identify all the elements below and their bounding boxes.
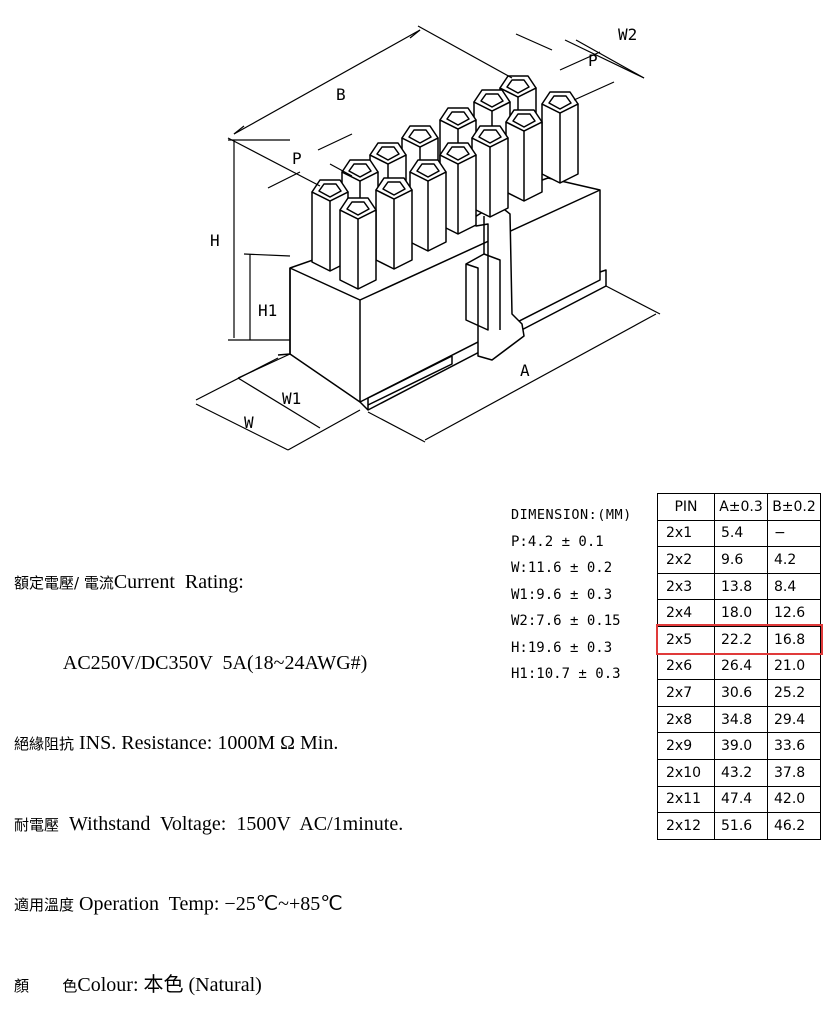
dim-label-w: W <box>244 413 254 432</box>
table-header-row: PIN A±0.3 B±0.2 <box>657 493 821 521</box>
pin-cell: 2x10 <box>657 758 715 787</box>
pin-cell: 2x1 <box>657 519 715 548</box>
b-cell: 37.8 <box>767 758 821 787</box>
b-cell: 4.2 <box>767 546 821 574</box>
a-cell: 51.6 <box>714 812 768 840</box>
b-cell: 12.6 <box>767 599 821 627</box>
spec-line: 適用溫度 Operation Temp: −25℃~+85℃ <box>14 893 343 915</box>
spec-line: 額定電壓/ 電流Current Rating: <box>14 571 244 593</box>
dimension-item: W1:9.6 ± 0.3 <box>511 586 613 603</box>
dim-label-p-side: P <box>292 149 302 168</box>
pin-cavity <box>311 179 349 272</box>
b-cell: 16.8 <box>767 625 821 654</box>
dimension-item: P:4.2 ± 0.1 <box>511 533 604 550</box>
a-cell: 47.4 <box>714 785 768 814</box>
pin-cell: 2x3 <box>657 572 715 601</box>
pin-cell: 2x12 <box>657 812 715 840</box>
a-cell: 34.8 <box>714 705 768 734</box>
pin-cavities <box>311 75 579 290</box>
a-cell: 13.8 <box>714 572 768 601</box>
pin-cell: 2x9 <box>657 732 715 760</box>
a-cell: 18.0 <box>714 599 768 627</box>
pin-cavity <box>409 159 447 252</box>
dimension-item: W:11.6 ± 0.2 <box>511 560 613 576</box>
electrical-specifications: 額定電壓/ 電流Current Rating: AC250V/DC350V 5A… <box>14 516 403 1026</box>
pin-cavity <box>375 177 413 270</box>
b-cell: 33.6 <box>767 732 821 760</box>
spec-line: 耐電壓 Withstand Voltage: 1500V AC/1minute. <box>14 812 404 835</box>
dim-label-b: B <box>336 85 346 104</box>
dim-label-h: H <box>210 231 220 250</box>
b-cell: 29.4 <box>767 705 821 734</box>
a-cell: 9.6 <box>714 546 768 574</box>
dimension-item: W2:7.6 ± 0.15 <box>511 613 621 629</box>
a-cell: 22.2 <box>714 625 768 654</box>
dim-label-w1: W1 <box>282 389 301 408</box>
a-cell: 39.0 <box>714 732 768 760</box>
dimension-item: H1:10.7 ± 0.3 <box>511 666 621 682</box>
b-cell: 25.2 <box>767 679 821 707</box>
a-cell: 30.6 <box>714 679 768 707</box>
a-cell: 26.4 <box>714 652 768 681</box>
pin-cell: 2x4 <box>657 599 715 627</box>
dim-label-p-top: P <box>588 51 598 70</box>
column-header-pin: PIN <box>657 493 715 521</box>
a-cell: 43.2 <box>714 758 768 787</box>
a-cell: 5.4 <box>714 519 768 548</box>
pin-cell: 2x6 <box>657 652 715 681</box>
pin-cavity <box>541 91 579 184</box>
dimension-item: H:19.6 ± 0.3 <box>511 639 613 656</box>
dimension-lines <box>195 25 661 451</box>
b-cell: 42.0 <box>767 785 821 814</box>
pin-cell: 2x2 <box>657 546 715 574</box>
spec-line: AC250V/DC350V 5A(18~24AWG#) <box>14 651 368 674</box>
dimension-heading: DIMENSION:(MM) <box>511 507 632 523</box>
pin-cell: 2x11 <box>657 785 715 814</box>
dimension-labels: B H H1 W W1 A W2 P P <box>210 25 637 432</box>
column-header-b: B±0.2 <box>767 493 821 521</box>
column-header-a: A±0.3 <box>714 493 768 521</box>
b-cell: 8.4 <box>767 572 821 601</box>
dim-label-a: A <box>520 361 530 380</box>
dim-label-w2: W2 <box>618 25 637 44</box>
spec-line: 顏 色Colour: 本色 (Natural) <box>14 973 262 996</box>
pin-cell: 2x8 <box>657 705 715 734</box>
pin-cavity <box>339 197 377 290</box>
dim-label-h1: H1 <box>258 301 277 320</box>
b-cell: 21.0 <box>767 652 821 681</box>
connector-isometric-drawing: B H H1 W W1 A W2 P P <box>195 25 661 451</box>
b-cell: 46.2 <box>767 812 821 840</box>
pin-cavity <box>439 142 477 235</box>
dimension-list: DIMENSION:(MM) P:4.2 ± 0.1 W:11.6 ± 0.2 … <box>511 502 632 688</box>
pin-cavity <box>471 125 509 218</box>
pin-cavity <box>505 109 543 202</box>
b-cell: − <box>767 519 821 548</box>
pin-cell: 2x7 <box>657 679 715 707</box>
pin-cell: 2x5 <box>657 625 715 654</box>
spec-line: 絕緣阻抗 INS. Resistance: 1000M Ω Min. <box>14 732 339 754</box>
